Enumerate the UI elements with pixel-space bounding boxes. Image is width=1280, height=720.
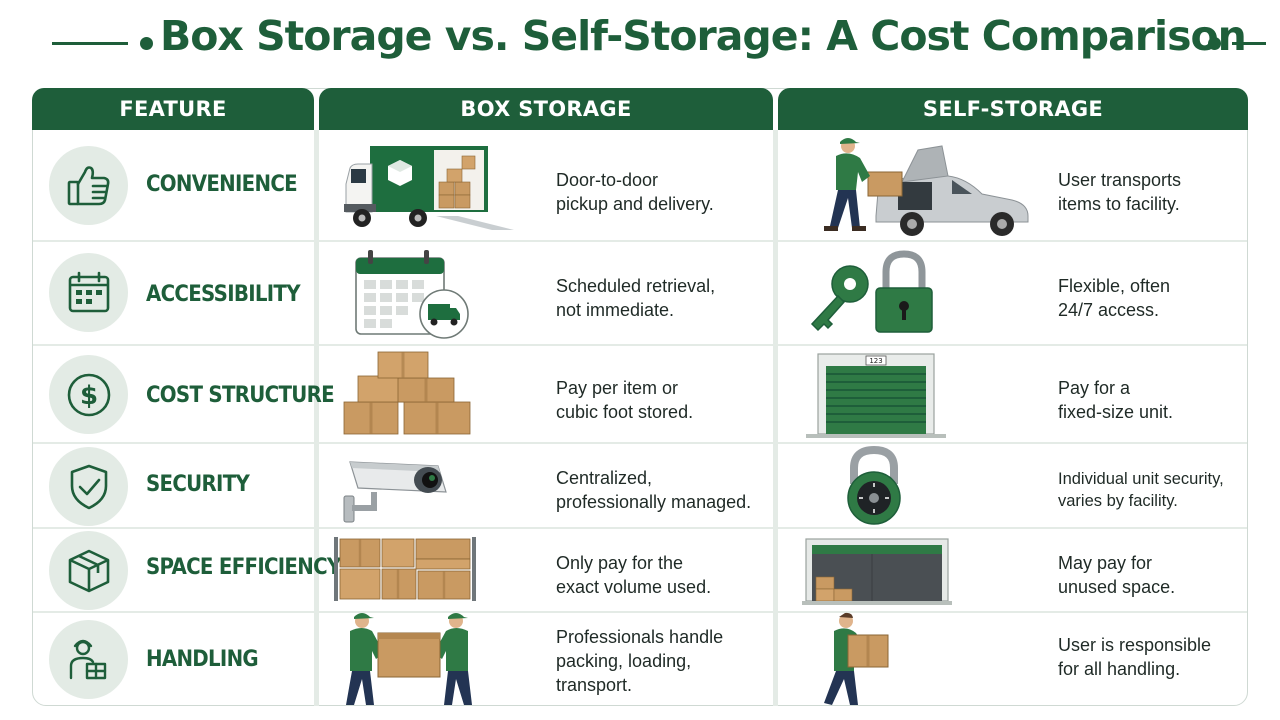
table-row: HANDLING Professionals handle packing, l…	[0, 612, 1280, 706]
key-and-padlock-illustration	[810, 250, 933, 333]
shield-check-icon	[49, 447, 128, 526]
feature-label: HANDLING	[146, 647, 259, 672]
person-loading-car-illustration	[824, 138, 1029, 236]
row-divider	[33, 527, 1247, 529]
self-storage-description: User is responsible for all handling.	[1058, 635, 1212, 679]
cube-icon	[49, 531, 128, 610]
header-box-storage: BOX STORAGE	[319, 88, 773, 130]
table-row: SPACE EFFICIENCY Only pay for the exact …	[0, 529, 1280, 611]
table-row: ACCESSIBILITY Scheduled retrieval, not i…	[0, 242, 1280, 344]
self-storage-description: May pay for unused space.	[1058, 553, 1176, 597]
row-divider	[33, 240, 1247, 242]
title-row: Box Storage vs. Self-Storage: A Cost Com…	[0, 0, 1280, 86]
box-storage-description: Professionals handle packing, loading, t…	[556, 627, 724, 695]
title-dot-right	[1208, 37, 1221, 50]
worker-box-icon	[49, 620, 128, 699]
box-storage-description: Pay per item or cubic foot stored.	[556, 378, 694, 422]
open-empty-unit-illustration	[802, 538, 952, 605]
feature-label: ACCESSIBILITY	[146, 282, 301, 307]
table-row: $ COST STRUCTURE Pay per item or cubic f…	[0, 346, 1280, 442]
feature-label: COST STRUCTURE	[146, 383, 335, 408]
packed-shelf-illustration	[334, 537, 476, 601]
page-title: Box Storage vs. Self-Storage: A Cost Com…	[160, 12, 1247, 60]
dollar-icon: $	[49, 355, 128, 434]
thumbs-up-icon	[49, 146, 128, 225]
storage-unit-door-illustration: 123	[806, 353, 946, 438]
security-camera-illustration	[343, 461, 447, 523]
self-storage-description: User transports items to facility.	[1058, 170, 1182, 214]
calendar-icon	[49, 253, 128, 332]
table-row: CONVENIENCE Door-to-door pickup and deli…	[0, 130, 1280, 240]
column-divider	[773, 130, 778, 706]
box-storage-description: Only pay for the exact volume used.	[556, 553, 712, 597]
column-divider	[314, 130, 319, 706]
self-storage-description: Pay for a fixed-size unit.	[1058, 378, 1174, 422]
table-row: SECURITY Centralized, professionally man…	[0, 444, 1280, 527]
self-storage-description: Individual unit security, varies by faci…	[1058, 470, 1224, 510]
calendar-truck-illustration	[355, 250, 469, 339]
row-divider	[33, 611, 1247, 613]
row-divider	[33, 344, 1247, 346]
row-divider	[33, 442, 1247, 444]
moving-truck-illustration	[344, 146, 514, 230]
self-storage-description: Flexible, often 24/7 access.	[1058, 276, 1171, 320]
unit-number: 123	[869, 357, 882, 365]
feature-label: CONVENIENCE	[146, 172, 298, 197]
feature-label: SPACE EFFICIENCY	[146, 555, 341, 580]
person-carrying-box-illustration	[824, 612, 889, 705]
box-storage-description: Door-to-door pickup and delivery.	[556, 170, 714, 214]
combination-lock-illustration	[847, 446, 901, 525]
svg-text:$: $	[79, 381, 97, 411]
box-stack-illustration	[343, 351, 471, 435]
header-feature: FEATURE	[32, 88, 314, 130]
feature-label: SECURITY	[146, 472, 250, 497]
box-storage-description: Scheduled retrieval, not immediate.	[556, 276, 716, 320]
header-self-storage: SELF-STORAGE	[778, 88, 1248, 130]
title-dot-left	[140, 37, 153, 50]
title-rule-left	[52, 42, 128, 45]
title-rule-right	[1232, 42, 1266, 45]
two-movers-illustration	[346, 613, 472, 705]
box-storage-description: Centralized, professionally managed.	[556, 468, 752, 512]
